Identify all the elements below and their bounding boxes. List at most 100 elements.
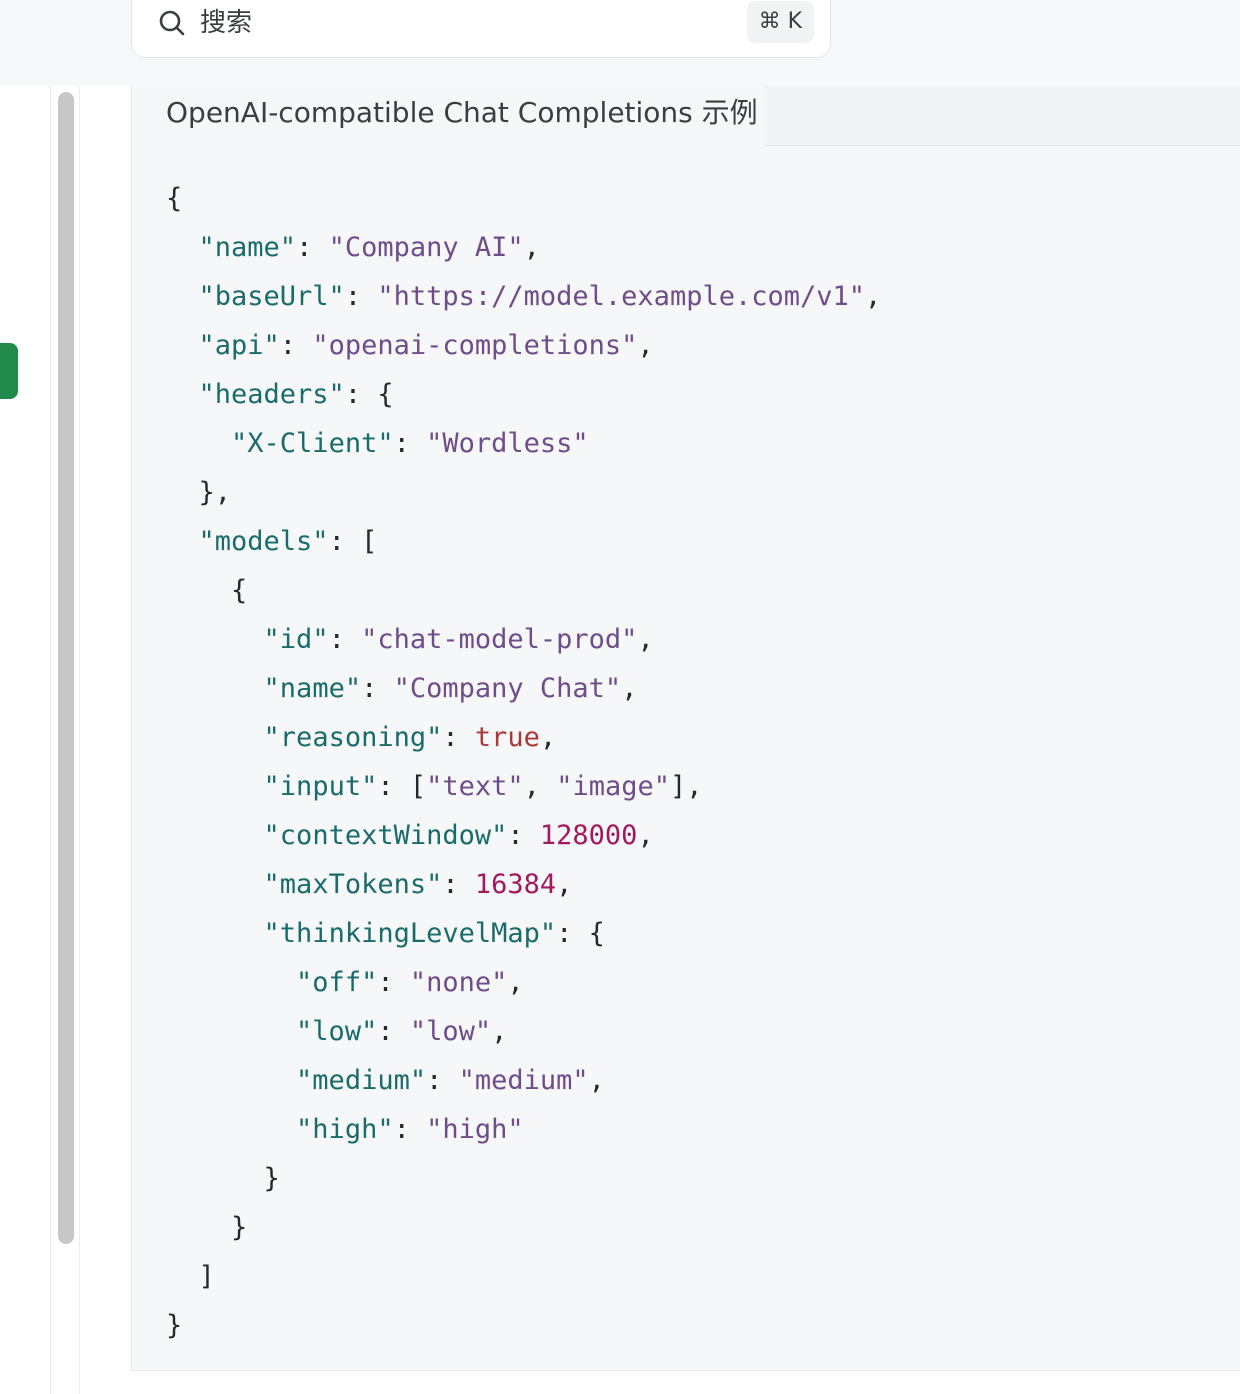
code-punct: [166, 232, 199, 263]
code-punct: :: [344, 281, 378, 312]
code-punct: :: [279, 330, 313, 361]
code-key: "models": [198, 526, 329, 557]
code-key: "maxTokens": [263, 869, 443, 900]
code-line: "id": "chat-model-prod",: [166, 624, 654, 655]
code-punct: ,: [523, 771, 557, 802]
code-line: "thinkingLevelMap": {: [166, 918, 605, 949]
code-punct: [166, 330, 199, 361]
code-key: "X-Client": [231, 428, 394, 459]
code-punct: ]: [166, 1261, 215, 1292]
code-punct: ,: [637, 330, 654, 361]
code-punct: {: [166, 183, 183, 214]
code-string: "Company AI": [328, 232, 524, 263]
code-line: "input": ["text", "image"],: [166, 771, 703, 802]
left-rail: [0, 86, 51, 1394]
code-punct: :: [393, 428, 427, 459]
code-boolean: true: [474, 722, 540, 753]
code-key: "thinkingLevelMap": [263, 918, 557, 949]
code-punct: }: [166, 1163, 280, 1194]
code-punct: [166, 722, 264, 753]
code-key: "id": [263, 624, 329, 655]
code-line: "off": "none",: [166, 967, 524, 998]
code-punct: [166, 820, 264, 851]
code-line: "medium": "medium",: [166, 1065, 605, 1096]
code-key: "high": [296, 1114, 394, 1145]
code-line: "name": "Company Chat",: [166, 673, 638, 704]
code-line: "contextWindow": 128000,: [166, 820, 654, 851]
search-input[interactable]: 搜索 ⌘ K: [131, 0, 831, 58]
code-tab[interactable]: OpenAI-compatible Chat Completions 示例: [132, 86, 764, 147]
code-line: ]: [166, 1261, 215, 1292]
code-line: "baseUrl": "https://model.example.com/v1…: [166, 281, 882, 312]
code-punct: :: [328, 624, 362, 655]
code-punct: ,: [523, 232, 540, 263]
code-key: "headers": [198, 379, 345, 410]
code-punct: },: [166, 477, 232, 508]
code-key: "name": [263, 673, 362, 704]
code-punct: }: [166, 1212, 248, 1243]
code-line: "models": [: [166, 526, 378, 557]
code-key: "medium": [296, 1065, 427, 1096]
code-block: OpenAI-compatible Chat Completions 示例 { …: [131, 86, 1240, 1371]
code-punct: :: [377, 1016, 410, 1047]
code-punct: ,: [588, 1065, 605, 1096]
search-shortcut-badge: ⌘ K: [746, 1, 814, 43]
code-punct: [166, 428, 231, 459]
sidebar-scrollbar-thumb[interactable]: [58, 92, 74, 1244]
code-number: 128000: [539, 820, 638, 851]
code-line: }: [166, 1212, 247, 1243]
code-punct: :: [361, 673, 394, 704]
code-punct: :: [442, 722, 475, 753]
code-punct: ,: [539, 722, 557, 753]
code-string: "Wordless": [426, 428, 589, 459]
code-line: "maxTokens": 16384,: [166, 869, 573, 900]
code-key: "baseUrl": [198, 281, 345, 312]
code-punct: {: [166, 575, 248, 606]
code-punct: ,: [621, 673, 638, 704]
code-line: "name": "Company AI",: [166, 232, 540, 263]
code-line: },: [166, 477, 232, 508]
code-key: "off": [296, 967, 378, 998]
code-punct: [166, 526, 199, 557]
code-string: "none": [409, 967, 508, 998]
code-key: "api": [198, 330, 280, 361]
code-key: "name": [198, 232, 297, 263]
code-key: "input": [263, 771, 378, 802]
code-string: "https://model.example.com/v1": [377, 281, 866, 312]
code-punct: }: [166, 1310, 183, 1341]
code-punct: [166, 1065, 296, 1096]
code-key: "reasoning": [263, 722, 443, 753]
sidebar-active-indicator: [0, 343, 18, 399]
code-punct: [166, 771, 264, 802]
code-key: "low": [296, 1016, 378, 1047]
code-punct: [166, 673, 264, 704]
code-punct: :: [393, 1114, 427, 1145]
code-string: "image": [556, 771, 670, 802]
code-string: "Company Chat": [393, 673, 622, 704]
code-punct: ,: [491, 1016, 508, 1047]
code-string: "low": [409, 1016, 492, 1047]
code-line: "low": "low",: [166, 1016, 507, 1047]
code-punct: :: [296, 232, 329, 263]
code-punct: [166, 869, 264, 900]
code-punct: ,: [556, 869, 573, 900]
code-punct: :: [442, 869, 475, 900]
code-string: "medium": [458, 1065, 589, 1096]
code-string: "text": [426, 771, 524, 802]
code-string: "openai-completions": [312, 330, 638, 361]
code-tab-strip: OpenAI-compatible Chat Completions 示例: [132, 86, 1240, 147]
code-punct: [166, 379, 199, 410]
code-punct: [166, 624, 264, 655]
code-line: "api": "openai-completions",: [166, 330, 654, 361]
code-punct: [166, 1114, 296, 1145]
code-punct: ,: [637, 624, 654, 655]
code-number: 16384: [474, 869, 557, 900]
code-punct: [166, 281, 199, 312]
search-icon: [159, 10, 185, 36]
code-string: "chat-model-prod": [361, 624, 638, 655]
code-line: "high": "high": [166, 1114, 524, 1145]
code-line: "headers": {: [166, 379, 394, 410]
code-punct: ,: [637, 820, 654, 851]
code-punct: : {: [344, 379, 394, 410]
